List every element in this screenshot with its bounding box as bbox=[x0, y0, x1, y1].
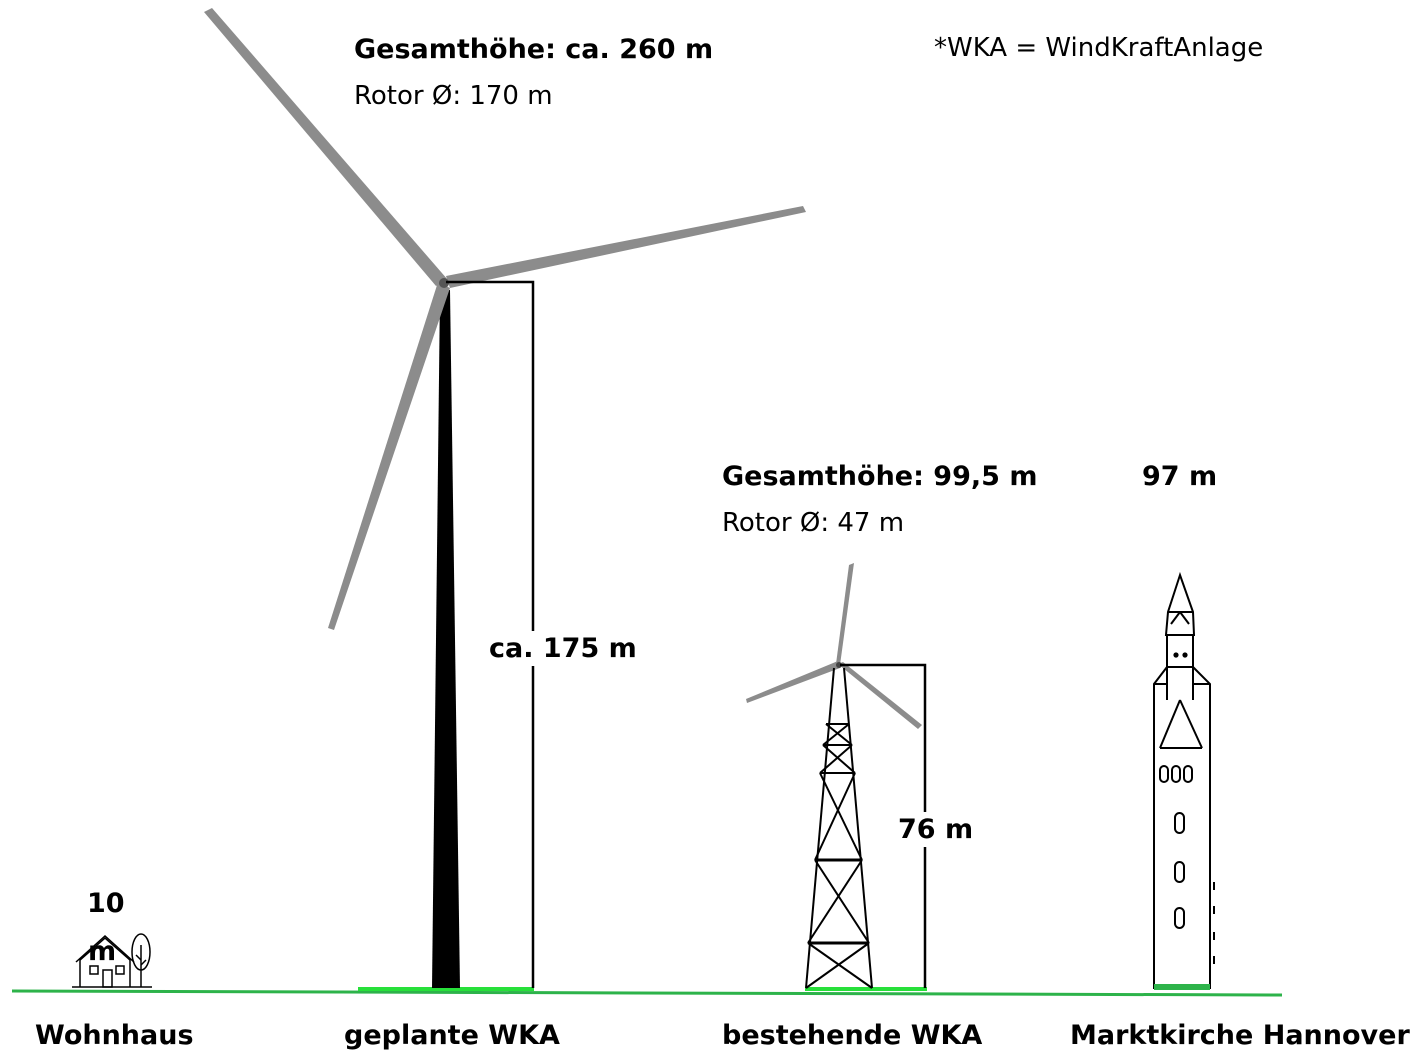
planned-turbine-tower bbox=[432, 290, 460, 988]
church-belfry bbox=[1166, 634, 1194, 668]
planned-rotor-label: Rotor Ø: 170 m bbox=[354, 81, 553, 111]
house-height-label-number: 10 bbox=[87, 888, 125, 919]
planned-hub-height-label: ca. 175 m bbox=[489, 631, 637, 666]
existing-turbine-hub bbox=[836, 662, 842, 668]
wka-legend-note: *WKA = WindKraftAnlage bbox=[934, 33, 1264, 63]
existing-caption: bestehende WKA bbox=[722, 1020, 983, 1051]
existing-rotor-label: Rotor Ø: 47 m bbox=[722, 508, 905, 538]
existing-turbine-blade-up bbox=[836, 563, 854, 665]
planned-total-height-label: Gesamthöhe: ca. 260 m bbox=[354, 34, 714, 65]
existing-total-height-label: Gesamthöhe: 99,5 m bbox=[722, 461, 1038, 492]
existing-turbine-lattice bbox=[805, 667, 873, 989]
church-caption: Marktkirche Hannover bbox=[1070, 1020, 1410, 1051]
existing-hub-height-label: 76 m bbox=[898, 812, 974, 847]
church-spire bbox=[1164, 571, 1196, 636]
existing-wind-turbine bbox=[746, 563, 927, 989]
church-gable bbox=[1153, 666, 1211, 989]
existing-turbine-blade-right bbox=[838, 662, 922, 729]
existing-turbine-blade-left bbox=[746, 661, 840, 703]
existing-hub-height-bracket bbox=[840, 663, 927, 988]
church-windows bbox=[1159, 765, 1193, 929]
house-icon bbox=[72, 933, 152, 988]
planned-wind-turbine bbox=[204, 8, 806, 988]
church-tower bbox=[1153, 571, 1215, 990]
planned-hub-height-bracket bbox=[446, 280, 535, 988]
church-base bbox=[1154, 984, 1210, 990]
planned-turbine-hub bbox=[439, 278, 449, 288]
ground-line bbox=[11, 989, 1283, 997]
planned-caption: geplante WKA bbox=[344, 1020, 560, 1051]
house-height-label-unit: m bbox=[88, 936, 117, 967]
planned-turbine-blade-upper bbox=[204, 8, 448, 286]
planned-turbine-blade-lower bbox=[328, 282, 450, 630]
church-height-label: 97 m bbox=[1142, 461, 1218, 492]
planned-turbine-blade-right bbox=[446, 206, 806, 288]
house-caption: Wohnhaus bbox=[35, 1020, 194, 1051]
